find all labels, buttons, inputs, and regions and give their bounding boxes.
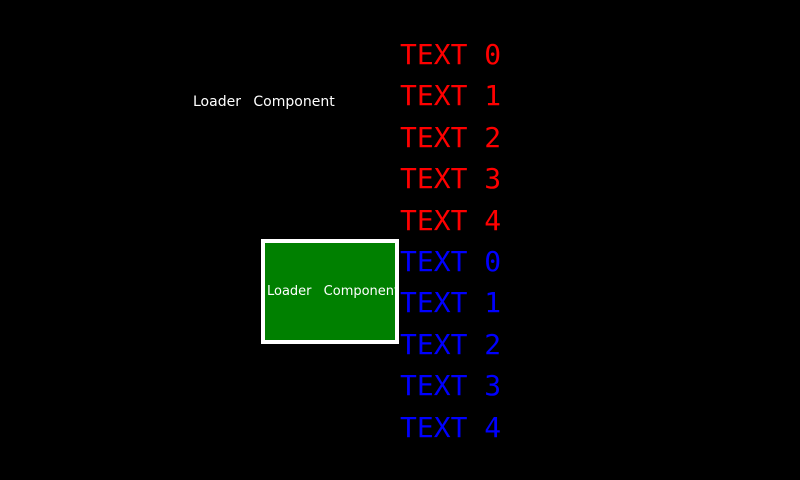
text-list-item-blue-2: TEXT 2 bbox=[400, 327, 502, 361]
text-list-item-red-2: TEXT 2 bbox=[400, 120, 502, 154]
loader-component-box-label: Loader Component bbox=[267, 284, 399, 299]
text-list: TEXT 0 TEXT 1 TEXT 2 TEXT 3 TEXT 4 TEXT … bbox=[400, 34, 501, 448]
text-list-item-blue-3: TEXT 3 bbox=[400, 369, 502, 403]
text-list-item-red-4: TEXT 4 bbox=[400, 203, 502, 237]
text-list-item-red-0: TEXT 0 bbox=[400, 38, 502, 71]
loader-component-label: Loader Component bbox=[193, 94, 335, 110]
text-list-item-blue-1: TEXT 1 bbox=[400, 286, 502, 320]
text-list-item-blue-0: TEXT 0 bbox=[400, 244, 502, 278]
text-list-item-red-3: TEXT 3 bbox=[400, 162, 502, 196]
text-list-item-red-1: TEXT 1 bbox=[400, 79, 502, 113]
text-list-item-blue-4: TEXT 4 bbox=[400, 410, 502, 444]
loader-component-box: Loader Component bbox=[261, 239, 399, 344]
